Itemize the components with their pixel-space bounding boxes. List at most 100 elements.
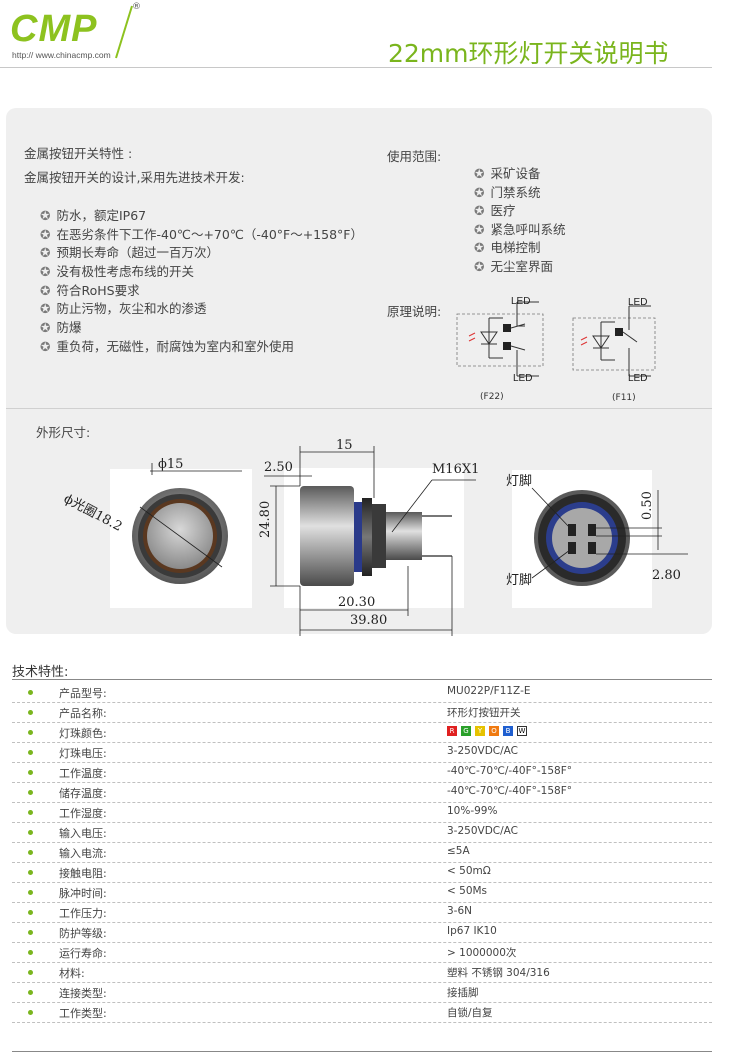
led-label-f22-bottom: LED [513, 373, 533, 384]
table-row: 产品型号:MU022P/F11Z-E [12, 682, 712, 703]
star-bullet-icon: ✪ [474, 184, 485, 200]
usage-item: ✪无尘室界面 [474, 258, 553, 274]
logo-url: http:// www.chinacmp.com [12, 50, 111, 60]
bullet-dot-icon [28, 810, 33, 815]
front-view-drawing [132, 488, 228, 584]
table-row: 输入电压:3-250VDC/AC [12, 822, 712, 843]
bullet-dot-icon [28, 990, 33, 995]
side-view-drawing [264, 446, 476, 636]
usage-item: ✪电梯控制 [474, 240, 541, 256]
star-bullet-icon: ✪ [40, 226, 51, 242]
feature-item: ✪符合RoHS要求 [40, 282, 140, 298]
star-bullet-icon: ✪ [474, 166, 485, 181]
usage-item: ✪采矿设备 [474, 166, 541, 181]
phi15-label: ϕ15 [158, 457, 184, 472]
feature-item: ✪防爆 [40, 320, 82, 336]
dim-250-label: 2.50 [264, 460, 293, 475]
star-bullet-icon: ✪ [474, 203, 485, 219]
document-title: 22mm环形灯开关说明书 [388, 39, 669, 68]
specs-top-rule [12, 679, 712, 680]
f11-caption: (F11) [612, 393, 636, 403]
bullet-dot-icon [28, 790, 33, 795]
bullet-dot-icon [28, 850, 33, 855]
star-bullet-icon: ✪ [474, 258, 485, 274]
led-chip-blue: B [503, 726, 513, 736]
star-bullet-icon: ✪ [40, 264, 51, 280]
logo-swoosh-icon [115, 5, 133, 59]
f11-schematic-diagram [572, 305, 656, 377]
table-row: 产品名称:环形灯按钮开关 [12, 702, 712, 723]
bullet-dot-icon [28, 710, 33, 715]
table-row: 储存温度:-40℃-70℃/-40F°-158F° [12, 782, 712, 803]
feature-item: ✪没有极性考虑布线的开关 [40, 264, 194, 280]
phi15-dimension-line [150, 463, 242, 475]
table-row: 脉冲时间:< 50Ms [12, 882, 712, 903]
features-heading: 金属按钮开关特性 : [24, 146, 133, 161]
table-row: 工作类型:自锁/自复 [12, 1002, 712, 1023]
bullet-dot-icon [28, 1010, 33, 1015]
dim-050-label: 0.50 [640, 491, 655, 520]
feature-item: ✪预期长寿命（超过一百万次） [40, 245, 219, 261]
usage-item: ✪医疗 [474, 203, 516, 219]
star-bullet-icon: ✪ [40, 208, 51, 223]
led-chip-orange: O [489, 726, 499, 736]
table-row: 连接类型:接插脚 [12, 982, 712, 1003]
specs-bottom-rule [12, 1051, 712, 1052]
bullet-dot-icon [28, 830, 33, 835]
bullet-dot-icon [28, 930, 33, 935]
features-subheading: 金属按钮开关的设计,采用先进技术开发: [24, 170, 245, 185]
dim-2030-label: 20.30 [338, 595, 376, 610]
f22-schematic-diagram [456, 301, 544, 377]
star-bullet-icon: ✪ [474, 240, 485, 256]
led-chip-green: G [461, 726, 471, 736]
features-list: ✪防水，额定IP67 ✪在恶劣条件下工作-40℃～+70℃（-40°F～+158… [40, 205, 363, 355]
dim-3980-label: 39.80 [350, 613, 388, 628]
bullet-dot-icon [28, 950, 33, 955]
table-row: 灯珠电压:3-250VDC/AC [12, 742, 712, 763]
specs-heading: 技术特性: [12, 665, 69, 680]
feature-item: ✪在恶劣条件下工作-40℃～+70℃（-40°F～+158°F） [40, 226, 363, 242]
table-row: 工作湿度:10%-99% [12, 802, 712, 823]
table-row: 防护等级:Ip67 IK10 [12, 922, 712, 943]
usage-item: ✪紧急呼叫系统 [474, 221, 566, 237]
table-row: 输入电流:≤5A [12, 842, 712, 863]
registered-mark: ® [132, 2, 141, 12]
star-bullet-icon: ✪ [474, 221, 485, 237]
star-bullet-icon: ✪ [40, 320, 51, 336]
thread-m16-label: M16X1 [432, 462, 480, 477]
usage-item: ✪门禁系统 [474, 184, 541, 200]
led-label-f11-bottom: LED [628, 373, 648, 384]
led-chip-white: W [517, 726, 527, 736]
info-panel-divider [6, 408, 712, 409]
led-label-f22-top: LED [511, 296, 531, 307]
table-row: 工作压力:3-6N [12, 902, 712, 923]
pin-label-bottom: 灯脚 [506, 573, 533, 588]
table-row: 接触电阻:< 50mΩ [12, 862, 712, 883]
bullet-dot-icon [28, 970, 33, 975]
feature-item: ✪防止污物，灰尘和水的渗透 [40, 301, 207, 317]
dimensions-heading: 外形尺寸: [36, 425, 91, 440]
bullet-dot-icon [28, 910, 33, 915]
table-row: 工作温度:-40℃-70℃/-40F°-158F° [12, 762, 712, 783]
dim-280-label: 2.80 [652, 568, 681, 583]
usage-heading: 使用范围: [387, 149, 442, 164]
principle-heading: 原理说明: [387, 304, 442, 319]
bullet-dot-icon [28, 690, 33, 695]
usage-list: ✪采矿设备 ✪门禁系统 ✪医疗 ✪紧急呼叫系统 ✪电梯控制 ✪无尘室界面 [474, 163, 566, 275]
star-bullet-icon: ✪ [40, 338, 51, 354]
bullet-dot-icon [28, 890, 33, 895]
led-label-f11-top: LED [628, 297, 648, 308]
feature-item: ✪防水，额定IP67 [40, 208, 147, 223]
table-row: 运行寿命:> 1000000次 [12, 942, 712, 963]
bullet-dot-icon [28, 770, 33, 775]
star-bullet-icon: ✪ [40, 245, 51, 261]
bullet-dot-icon [28, 730, 33, 735]
star-bullet-icon: ✪ [40, 282, 51, 298]
led-chip-red: R [447, 726, 457, 736]
brand-logo: CMP [10, 8, 98, 50]
led-chip-yellow: Y [475, 726, 485, 736]
feature-item: ✪重负荷，无磁性，耐腐蚀为室内和室外使用 [40, 338, 294, 354]
f22-caption: (F22) [480, 392, 504, 402]
